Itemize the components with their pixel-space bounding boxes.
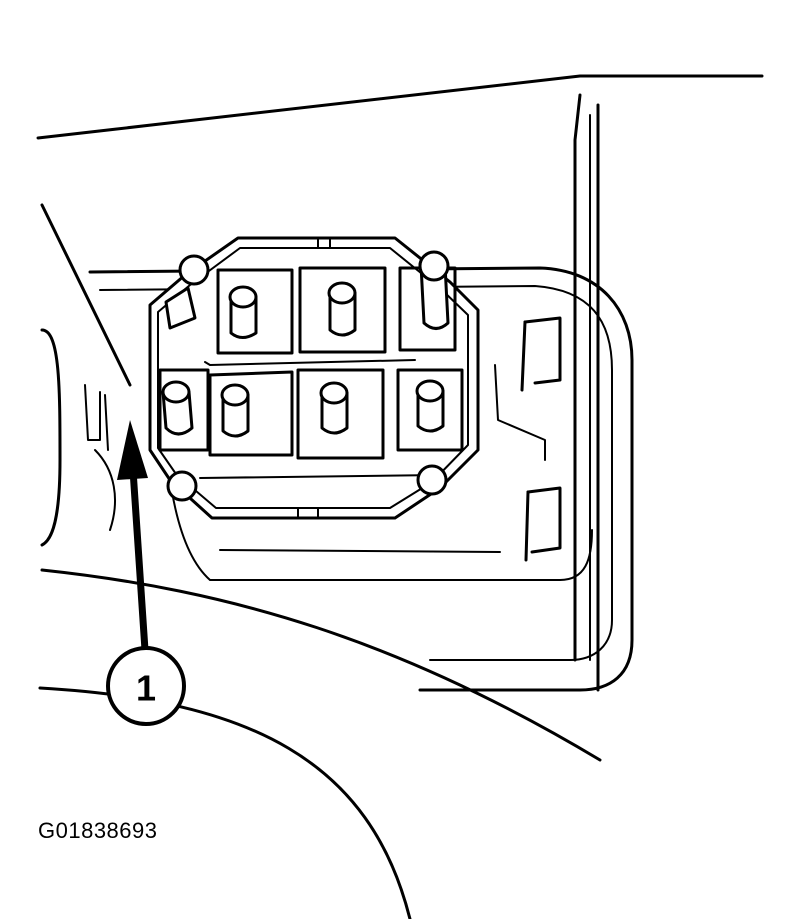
locating-pegs [166, 250, 450, 502]
terminal-pins [161, 253, 450, 438]
figure-id: G01838693 [38, 818, 158, 843]
connector-recess [40, 266, 634, 692]
callout-bubble: 1 [106, 646, 186, 726]
terminal-cavities [158, 266, 464, 460]
callout-arrow [117, 420, 149, 654]
callout-number: 1 [136, 668, 156, 709]
